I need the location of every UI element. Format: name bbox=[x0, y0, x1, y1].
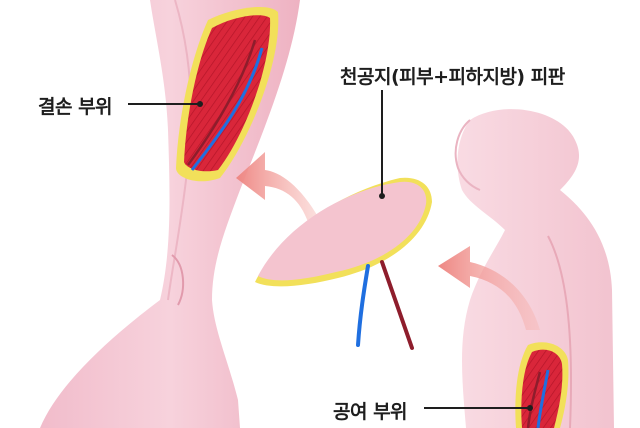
arm-contour bbox=[547, 235, 572, 428]
artery-line bbox=[186, 39, 257, 166]
defect-wound bbox=[176, 6, 279, 182]
donor-wound bbox=[515, 342, 569, 428]
donor-artery bbox=[526, 371, 542, 428]
leg-figure bbox=[40, 0, 300, 428]
flap bbox=[255, 177, 432, 350]
leader-donor-dot bbox=[527, 405, 533, 411]
flap-vein bbox=[356, 264, 370, 347]
donor-site-label: 공여 부위 bbox=[333, 401, 408, 423]
arrow-from-donor bbox=[438, 246, 540, 330]
ankle-curve bbox=[171, 254, 185, 306]
leader-defect-dot bbox=[197, 101, 203, 107]
torso-shape bbox=[457, 109, 614, 428]
face-profile bbox=[454, 119, 481, 191]
defect-site-label: 결손 부위 bbox=[38, 96, 113, 118]
leg-inner-curve bbox=[167, 0, 192, 301]
donor-vein bbox=[536, 369, 550, 428]
flap-artery bbox=[380, 260, 414, 350]
vein-line bbox=[190, 47, 264, 171]
leader-flap-dot bbox=[379, 193, 385, 199]
flap-label: 천공지(피부+피하지방) 피판 bbox=[340, 66, 565, 88]
arrow-to-defect bbox=[236, 152, 320, 222]
